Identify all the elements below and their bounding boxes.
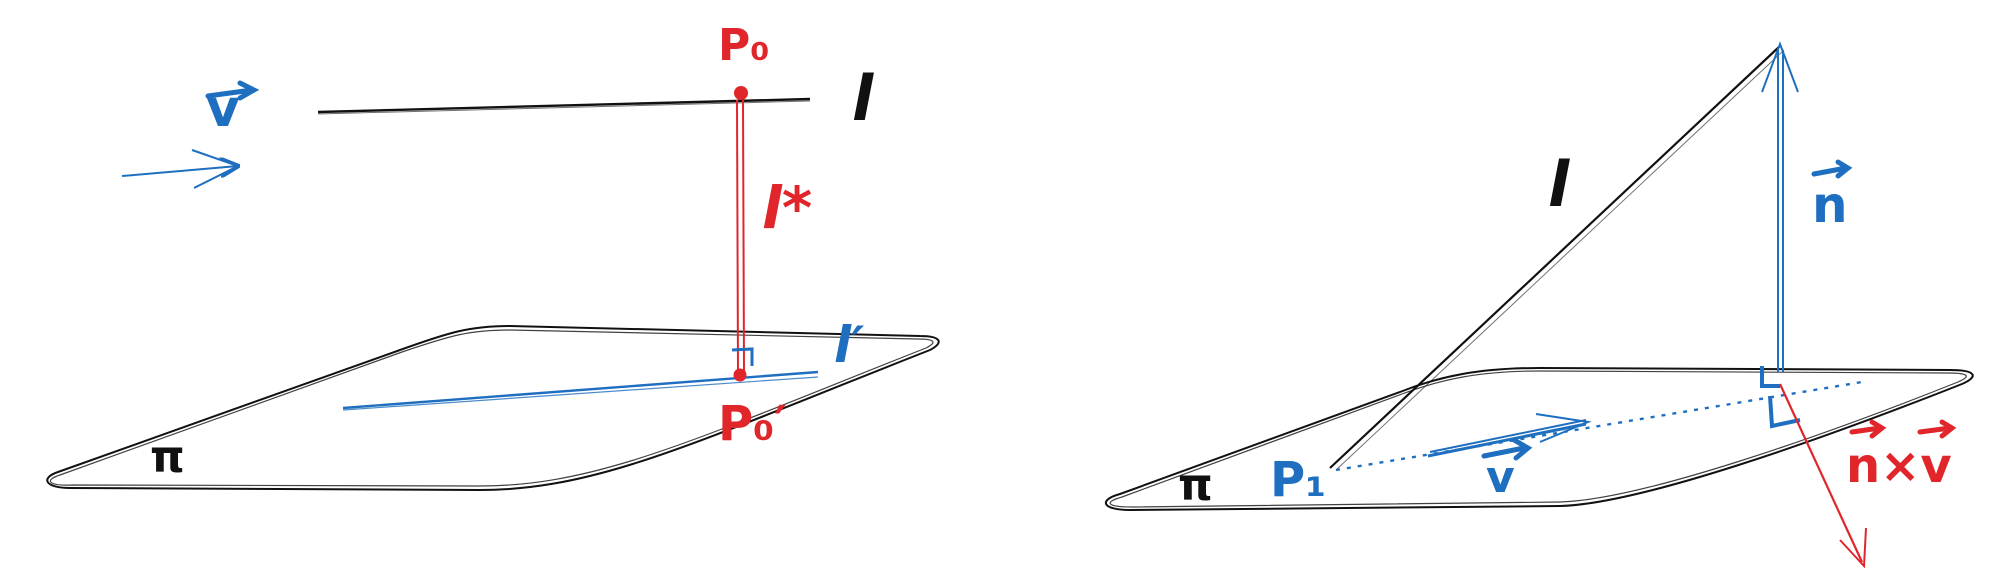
left-diagram: P₀ l v l* l′ P₀′ π [46,20,940,492]
vector-n-arrowhead [1761,41,1799,93]
label-vector-v-left: v [206,79,240,139]
label-plane-pi-left: π [150,432,185,483]
vector-v-overarrow-right [1481,437,1533,461]
plane-pi-left-second-stroke [49,329,934,487]
line-l-right-second-stroke [1335,49,1785,471]
line-l-star-second-stroke [742,99,745,373]
plane-pi-right [1105,366,1974,512]
point-p0-dot [734,86,748,100]
label-p0: P₀ [718,20,770,71]
label-l-star: l* [762,174,812,242]
cross-product-overarrows [1849,419,1957,439]
vector-v-arrowhead-left [191,149,241,189]
vector-v-arrow-left [121,166,238,176]
label-cross-product: n×v [1846,438,1952,494]
point-p0-prime-dot [733,368,747,382]
plane-pi-right-second-stroke [1109,370,1967,508]
line-l-right [1329,45,1781,469]
label-line-l-left: l [852,62,874,135]
right-angle-mark-right-upper [1760,366,1780,388]
label-plane-pi-right: π [1178,460,1213,511]
label-p0-prime: P₀′ [718,396,787,452]
line-l-left-second-stroke [317,100,811,115]
plane-pi-left [46,324,940,492]
label-vector-v-right: v [1486,452,1515,503]
right-angle-mark-right-lower [1768,395,1801,429]
label-l-prime: l′ [834,316,864,374]
cross-product-arrow [1779,383,1863,563]
vector-v-arrowhead-right [1535,413,1592,443]
line-l-prime-second-stroke [342,376,819,411]
right-diagram: l n P₁ v n×v π [1105,41,1974,569]
cross-product-arrowhead [1839,527,1867,569]
vector-v-arrow-right [1427,422,1587,458]
vector-n-overarrow [1811,159,1853,179]
label-p1: P₁ [1270,452,1326,508]
line-l-star [736,99,739,373]
vector-v-arrow-right-second-stroke [1429,419,1587,453]
label-vector-n: n [1812,176,1848,234]
dotted-line-in-plane [1335,380,1863,472]
vector-v-overarrow-left [205,80,260,101]
label-line-l-right: l [1548,148,1570,221]
line-l-left [317,97,811,114]
right-angle-mark-left [731,347,754,366]
